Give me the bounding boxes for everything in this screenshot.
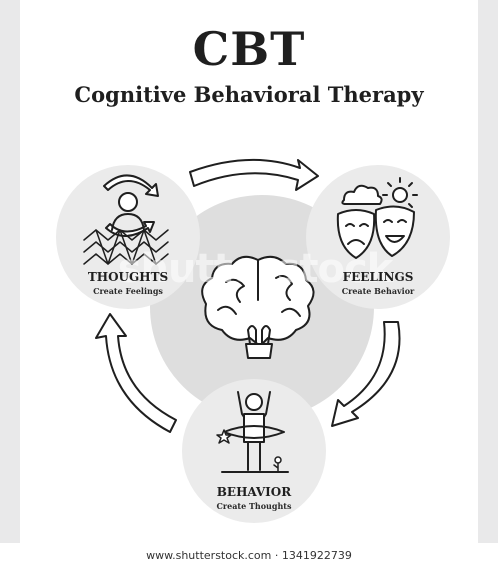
sun-icon	[382, 177, 418, 213]
star-icon	[216, 429, 232, 444]
theater-masks-icon	[336, 205, 415, 259]
curved-arrow-icon	[95, 313, 177, 433]
behavior-caption: Create Thoughts	[216, 501, 292, 511]
page-title: CBT	[192, 22, 306, 76]
footer-credit: www.shutterstock.com · 1341922739	[146, 549, 352, 562]
behavior-circle	[182, 379, 326, 523]
footer-bar	[0, 543, 498, 566]
feelings-caption: Create Behavior	[341, 286, 415, 296]
page-subtitle: Cognitive Behavioral Therapy	[74, 82, 424, 107]
cloud-icon	[341, 184, 383, 205]
thoughts-caption: Create Feelings	[93, 286, 163, 296]
brain-icon	[201, 255, 315, 347]
person-arms-up-icon	[221, 391, 289, 473]
feelings-title: FEELINGS	[342, 270, 414, 284]
behavior-title: BEHAVIOR	[216, 485, 292, 499]
thoughts-title: THOUGHTS	[87, 270, 169, 284]
hands-icon	[245, 325, 273, 359]
flower-icon	[273, 456, 282, 473]
wave-net-icon	[83, 229, 169, 265]
curved-arrow-icon	[331, 321, 401, 427]
person-icon	[111, 192, 145, 231]
curved-arrow-icon	[189, 158, 319, 191]
